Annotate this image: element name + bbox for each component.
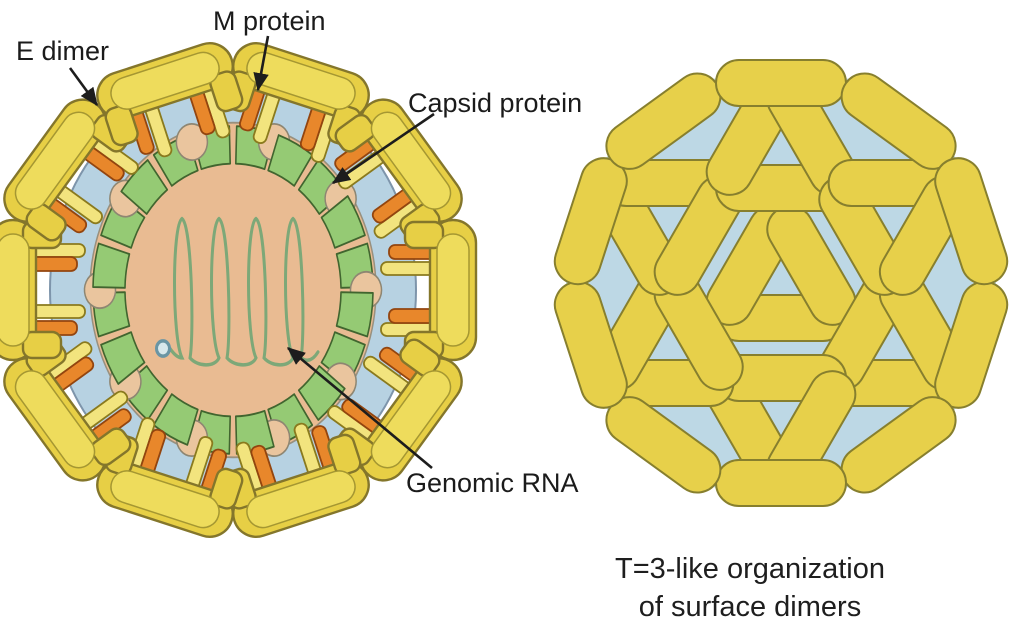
caption-line-2: of surface dimers bbox=[638, 591, 862, 624]
e-dimer-label: E dimer bbox=[16, 36, 110, 66]
capsid-protein-arrow bbox=[331, 112, 435, 185]
genomic-rna-label: Genomic RNA bbox=[406, 468, 579, 498]
left-virus-cross-section bbox=[0, 36, 478, 544]
surface-dimer-rod bbox=[715, 59, 847, 107]
t3-organization-caption: T=3-like organization of surface dimers bbox=[580, 550, 920, 627]
annotation-arrows bbox=[68, 35, 435, 469]
genomic-rna-arrow bbox=[287, 347, 433, 469]
nucleocapsid-interior bbox=[79, 115, 387, 465]
caption-line-1: T=3-like organization bbox=[614, 553, 885, 585]
surface-dimer-rod bbox=[715, 459, 847, 507]
rna-cap-icon bbox=[155, 339, 171, 358]
m-protein-arrow bbox=[253, 35, 270, 92]
genomic-rna-coil bbox=[168, 216, 320, 367]
capsid-protein-label: Capsid protein bbox=[408, 88, 583, 118]
e-dimer-arrow bbox=[68, 67, 99, 107]
right-virus-surface-view bbox=[547, 59, 1015, 507]
m-protein-label: M protein bbox=[213, 6, 326, 36]
